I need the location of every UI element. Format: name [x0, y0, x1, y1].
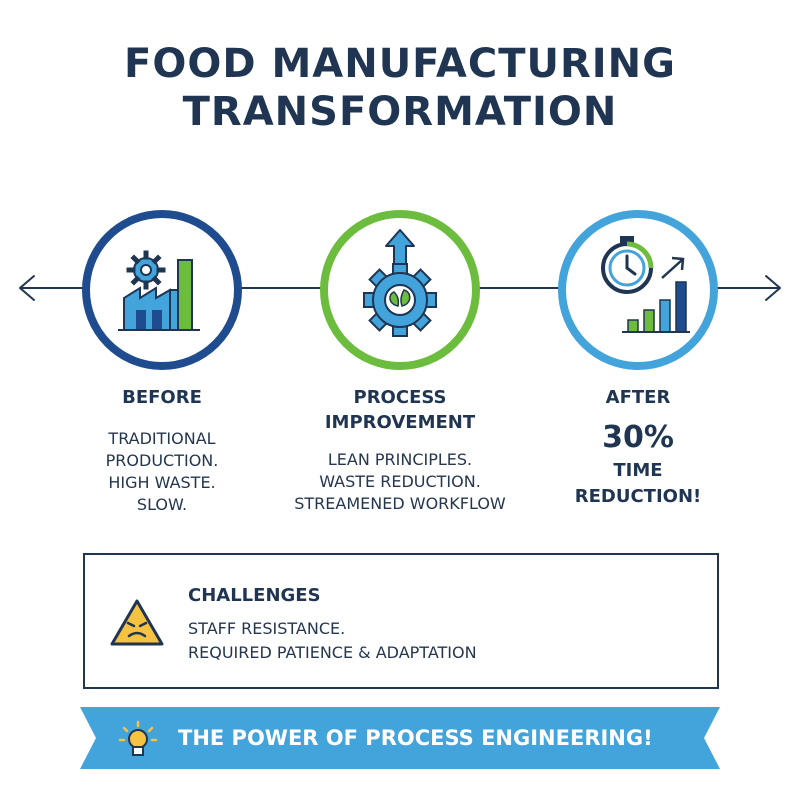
after-line-2: REDUCTION!: [574, 486, 702, 507]
after-heading: AFTER: [605, 387, 671, 408]
before-description: TRADITIONAL PRODUCTION. HIGH WASTE. SLOW…: [42, 428, 282, 516]
before-line: TRADITIONAL: [108, 429, 216, 448]
challenges-description: STAFF RESISTANCE. REQUIRED PATIENCE & AD…: [188, 617, 477, 665]
process-description: LEAN PRINCIPLES. WASTE REDUCTION. STREAM…: [280, 449, 520, 515]
before-heading: BEFORE: [122, 387, 202, 408]
before-line: HIGH WASTE.: [108, 473, 216, 492]
warning-face-icon: [110, 599, 164, 646]
process-heading-line-1: PROCESS: [353, 387, 447, 408]
before-column: BEFORE TRADITIONAL PRODUCTION. HIGH WAST…: [42, 385, 282, 516]
before-line: SLOW.: [136, 495, 188, 514]
process-circle: [320, 210, 480, 370]
process-line: LEAN PRINCIPLES.: [327, 450, 473, 469]
process-column: PROCESS IMPROVEMENT LEAN PRINCIPLES. WAS…: [280, 385, 520, 515]
before-line: PRODUCTION.: [105, 451, 219, 470]
before-circle: [82, 210, 242, 370]
right-arrow-icon: [765, 275, 781, 301]
stopwatch-growth-chart-icon: [601, 236, 690, 333]
title-line-1: FOOD MANUFACTURING: [124, 41, 676, 87]
banner-text: THE POWER OF PROCESS ENGINEERING!: [178, 726, 653, 750]
process-line: STREAMENED WORKFLOW: [294, 494, 506, 513]
challenges-line: REQUIRED PATIENCE & ADAPTATION: [188, 643, 477, 662]
after-column: AFTER 30% TIME REDUCTION!: [518, 385, 758, 510]
gear-leaf-arrow-icon: [363, 229, 437, 337]
challenges-line: STAFF RESISTANCE.: [188, 619, 346, 638]
title-line-2: TRANSFORMATION: [182, 89, 618, 135]
page-title: FOOD MANUFACTURING TRANSFORMATION: [0, 40, 800, 136]
challenges-heading: CHALLENGES: [188, 585, 321, 606]
after-percent: 30%: [602, 420, 674, 455]
factory-gear-icon: [118, 250, 200, 331]
lightbulb-icon: [118, 720, 158, 756]
after-line-1: TIME: [613, 460, 663, 481]
left-arrow-icon: [19, 275, 35, 301]
challenges-box: CHALLENGES STAFF RESISTANCE. REQUIRED PA…: [83, 553, 719, 689]
process-heading-line-2: IMPROVEMENT: [324, 412, 476, 433]
banner: THE POWER OF PROCESS ENGINEERING!: [80, 707, 720, 769]
after-circle: [558, 210, 718, 370]
banner-ribbon: [80, 707, 720, 769]
process-line: WASTE REDUCTION.: [319, 472, 481, 491]
